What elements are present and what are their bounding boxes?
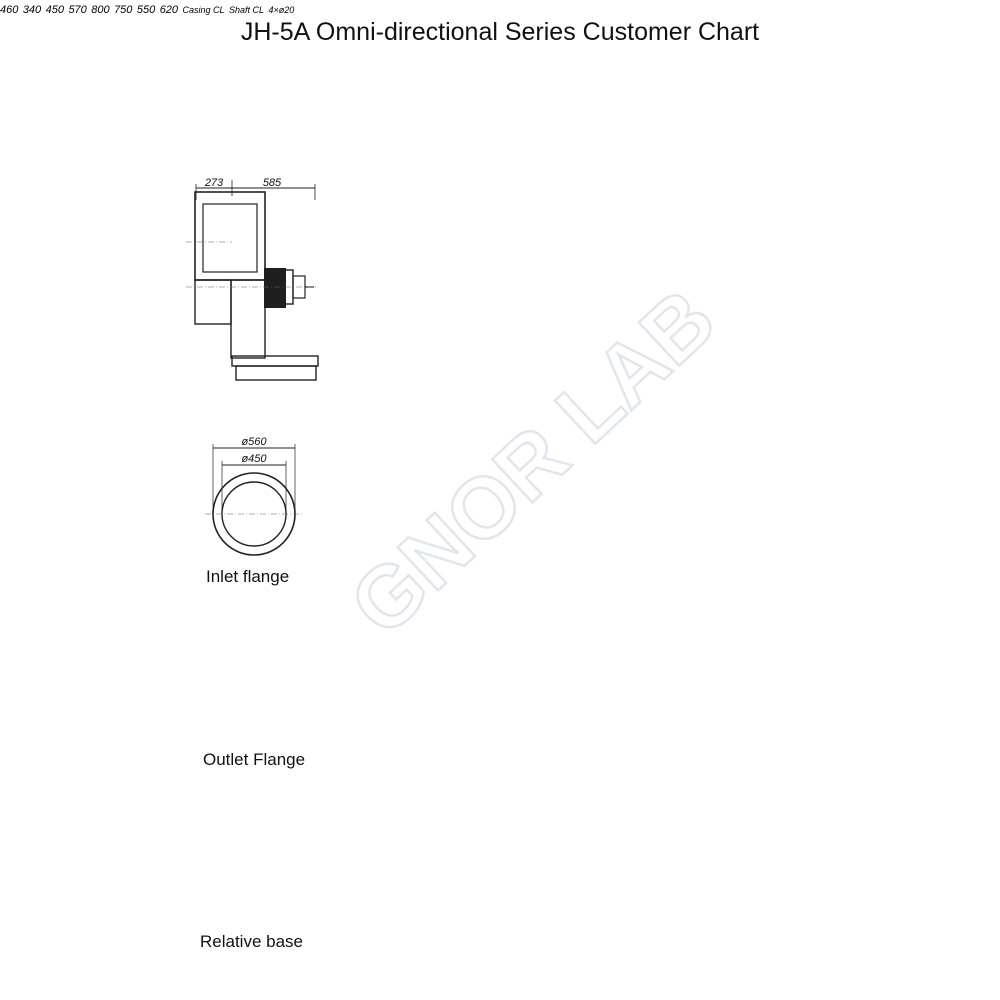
outlet-dim-450: 450 — [45, 4, 64, 16]
inlet-outer-diameter: ø560 — [241, 436, 267, 448]
base-dim-550: 550 — [136, 4, 156, 16]
base-dim-800: 800 — [91, 4, 110, 16]
inlet-inner-diameter: ø450 — [241, 453, 267, 465]
inlet-flange-caption: Inlet flange — [206, 567, 290, 586]
base-dim-750: 750 — [114, 4, 133, 16]
chart-title: JH-5A Omni-directional Series Customer C… — [240, 18, 760, 46]
outlet-flange-caption: Outlet Flange — [203, 750, 306, 769]
relative-base-caption: Relative base — [200, 932, 304, 951]
inlet-flange-drawing — [205, 444, 303, 556]
side-dim-1: 273 — [204, 177, 224, 189]
outlet-dim-570: 570 — [68, 4, 87, 16]
side-dim-2: 585 — [263, 177, 282, 189]
watermark-text: GNOR LAB — [332, 271, 733, 654]
base-label-holes: 4×ø20 — [268, 5, 295, 15]
base-label-casing-cl: Casing CL — [182, 5, 225, 15]
outlet-dim-340: 340 — [22, 4, 42, 16]
base-dim-620: 620 — [159, 4, 179, 16]
side-view — [186, 180, 319, 381]
outlet-dim-460: 460 — [0, 4, 19, 16]
base-label-shaft-cl: Shaft CL — [228, 5, 265, 15]
